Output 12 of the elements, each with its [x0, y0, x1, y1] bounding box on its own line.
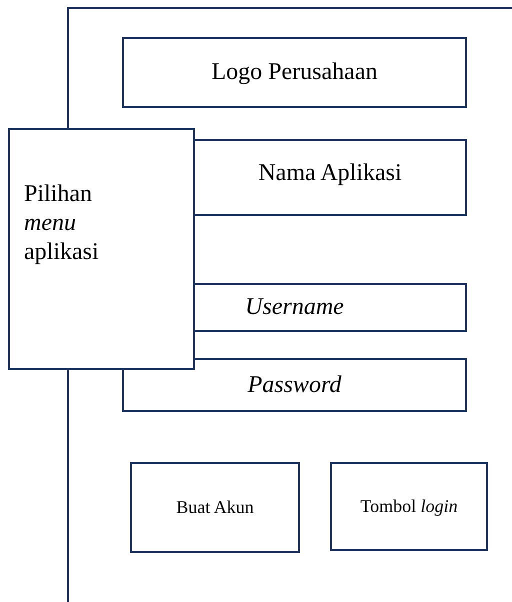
button: [330, 462, 488, 551]
box-label: Password: [248, 370, 342, 400]
input-field: [122, 358, 467, 412]
box-label: Buat Akun: [176, 496, 254, 518]
box-label: Nama Aplikasi: [258, 159, 402, 188]
box-label: Username: [245, 293, 344, 322]
box-label: Logo Perusahaan: [212, 58, 378, 87]
box-label: Tombol login: [360, 496, 458, 518]
text-box: [122, 37, 467, 108]
box-label: Pilihan menu aplikasi: [24, 180, 100, 266]
menu-panel: [8, 128, 195, 370]
button: [130, 462, 300, 553]
